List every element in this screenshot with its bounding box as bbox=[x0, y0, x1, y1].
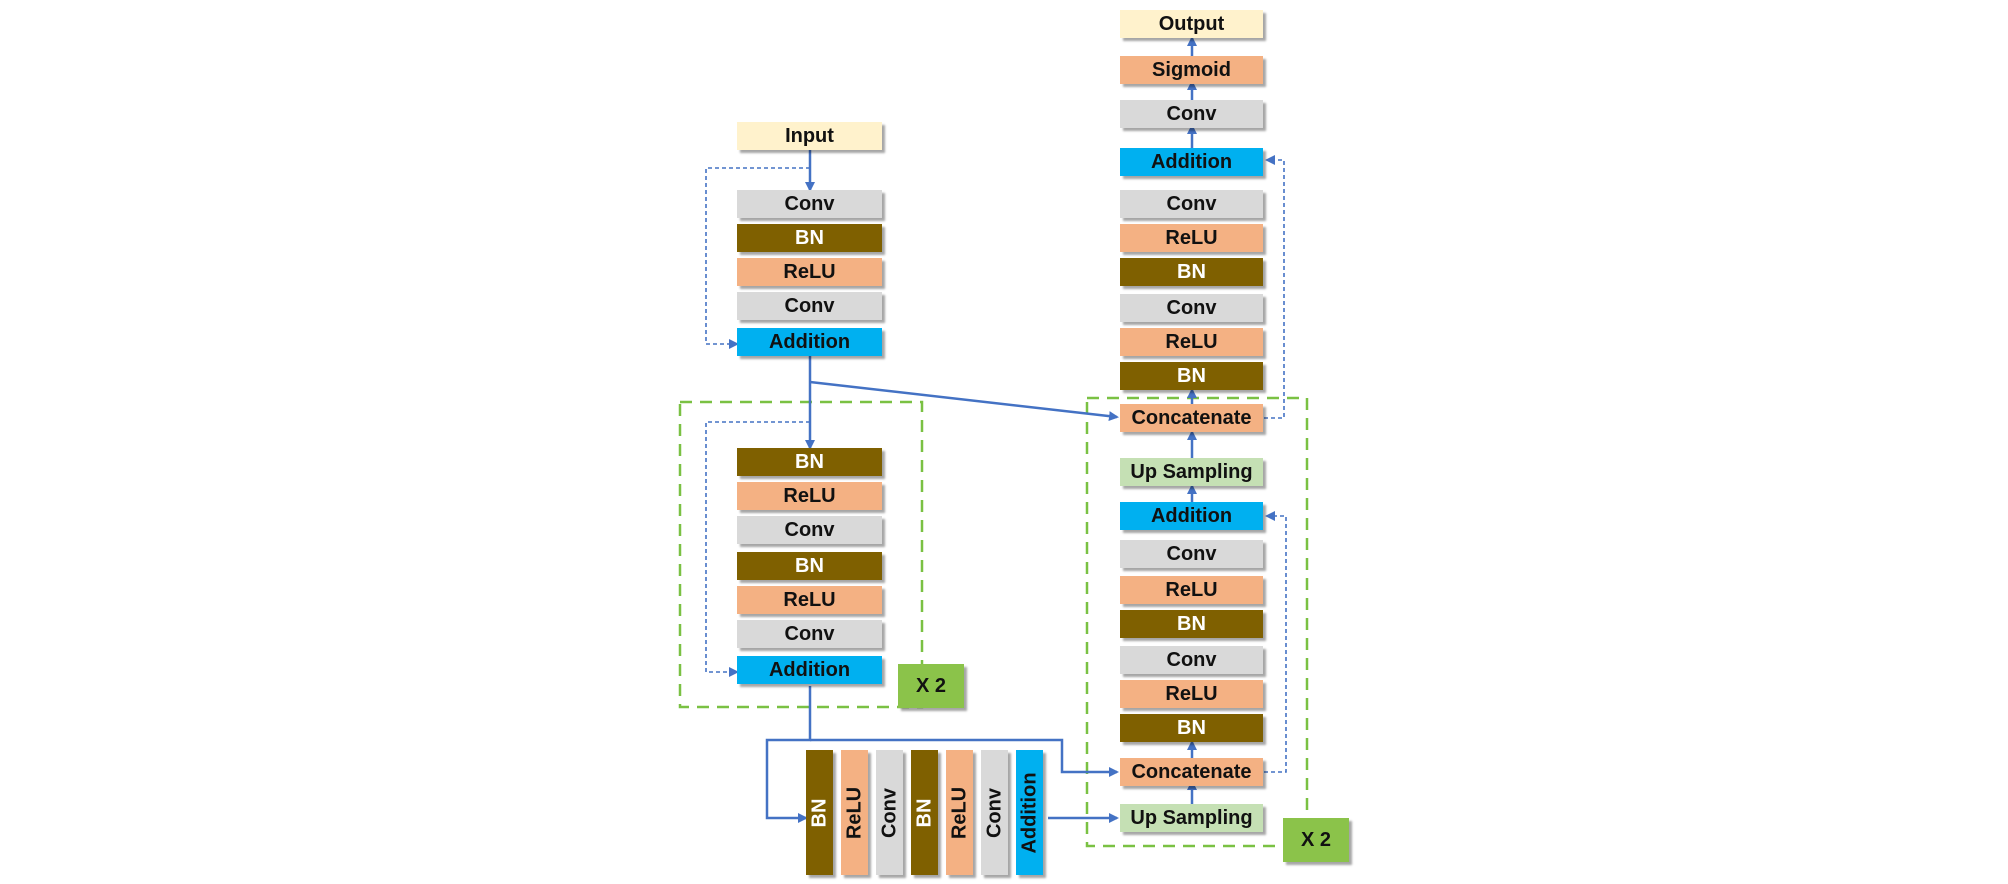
skip-enc2-to-concat1 bbox=[810, 738, 1119, 777]
bridge-conv-a: Conv bbox=[876, 750, 903, 875]
encoder-repeat-group bbox=[678, 400, 924, 709]
dec2-bn-b: BN bbox=[1120, 258, 1263, 286]
enc2-bn-b: BN bbox=[737, 552, 882, 580]
enc2-bn-a: BN bbox=[737, 448, 882, 476]
dec1-bn-b: BN bbox=[1120, 610, 1263, 638]
skip-enc1-to-concat2 bbox=[809, 380, 1119, 422]
arrow-enc2-to-bridge bbox=[765, 686, 812, 823]
enc1-relu: ReLU bbox=[737, 258, 882, 286]
decoder-repeat-group bbox=[1085, 396, 1309, 848]
output-node: Output bbox=[1120, 10, 1263, 38]
dec2-relu-a: ReLU bbox=[1120, 328, 1263, 356]
dec1-concatenate: Concatenate bbox=[1120, 758, 1263, 786]
dec1-upsampling: Up Sampling bbox=[1120, 804, 1263, 832]
enc1-conv-b: Conv bbox=[737, 292, 882, 320]
bridge-relu-a: ReLU bbox=[841, 750, 868, 875]
dec2-bn-a: BN bbox=[1120, 362, 1263, 390]
dec1-conv-a: Conv bbox=[1120, 646, 1263, 674]
bridge-relu-b-label: ReLU bbox=[948, 786, 970, 839]
dec2-upsampling: Up Sampling bbox=[1120, 458, 1263, 486]
enc2-relu-a: ReLU bbox=[737, 482, 882, 510]
enc1-bn: BN bbox=[737, 224, 882, 252]
dec2-conv-a: Conv bbox=[1120, 294, 1263, 322]
decoder-repeat-badge: X 2 bbox=[1283, 818, 1349, 862]
enc1-conv-a: Conv bbox=[737, 190, 882, 218]
bridge-conv-a-label: Conv bbox=[878, 787, 900, 838]
dec2-concatenate: Concatenate bbox=[1120, 404, 1263, 432]
head-conv: Conv bbox=[1120, 100, 1263, 128]
residual-enc1 bbox=[705, 167, 810, 349]
enc2-relu-b: ReLU bbox=[737, 586, 882, 614]
bridge-addition: Addition bbox=[1016, 750, 1043, 875]
enc2-conv-b: Conv bbox=[737, 620, 882, 648]
dec1-conv-b: Conv bbox=[1120, 540, 1263, 568]
dec1-bn-a: BN bbox=[1120, 714, 1263, 742]
residual-enc2 bbox=[705, 421, 810, 677]
enc2-conv-a: Conv bbox=[737, 516, 882, 544]
bridge-bn-b: BN bbox=[911, 750, 938, 875]
dec1-relu-b: ReLU bbox=[1120, 576, 1263, 604]
residual-dec1 bbox=[1264, 511, 1287, 773]
dec2-conv-b: Conv bbox=[1120, 190, 1263, 218]
bridge-conv-b: Conv bbox=[981, 750, 1008, 875]
input-node: Input bbox=[737, 122, 882, 150]
bridge-bn-a: BN bbox=[806, 750, 833, 875]
dec2-relu-b: ReLU bbox=[1120, 224, 1263, 252]
head-sigmoid: Sigmoid bbox=[1120, 56, 1263, 84]
bridge-relu-b: ReLU bbox=[946, 750, 973, 875]
enc1-addition: Addition bbox=[737, 328, 882, 356]
bridge-addition-label: Addition bbox=[1018, 771, 1040, 854]
bridge-conv-b-label: Conv bbox=[983, 787, 1005, 838]
bridge-relu-a-label: ReLU bbox=[843, 786, 865, 839]
bridge-bn-a-label: BN bbox=[808, 798, 830, 827]
encoder-repeat-badge: X 2 bbox=[898, 664, 964, 708]
bridge-bn-b-label: BN bbox=[913, 798, 935, 827]
enc2-addition: Addition bbox=[737, 656, 882, 684]
dec2-addition: Addition bbox=[1120, 148, 1263, 176]
dec1-addition: Addition bbox=[1120, 502, 1263, 530]
dec1-relu-a: ReLU bbox=[1120, 680, 1263, 708]
residual-dec2 bbox=[1264, 155, 1285, 419]
